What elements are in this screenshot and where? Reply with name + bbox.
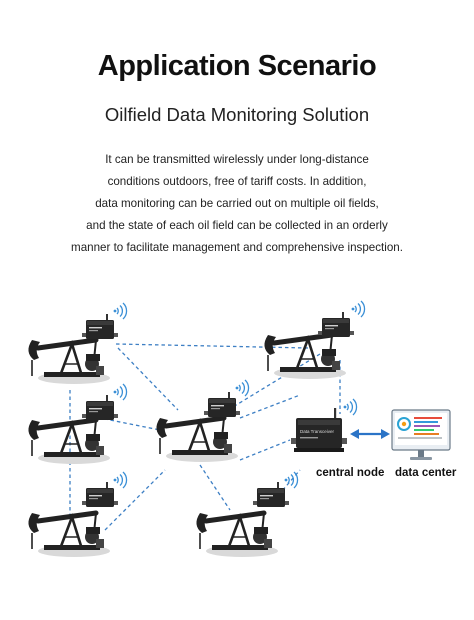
page-title: Application Scenario xyxy=(97,50,377,82)
radio-module-icon xyxy=(82,482,118,507)
radio-module-icon xyxy=(82,314,118,339)
device-panel-text: Data Transceiver xyxy=(300,429,335,434)
radio-module-icon xyxy=(318,312,354,337)
description-line: It can be transmitted wirelessly under l… xyxy=(105,153,369,166)
central-node-device: Data Transceiver xyxy=(291,408,347,452)
wifi-signal-icon xyxy=(112,383,128,401)
radio-module-icon xyxy=(82,395,118,420)
wifi-signal-icon xyxy=(234,379,250,397)
oil-pump-icon xyxy=(28,340,110,384)
double-arrow-icon xyxy=(350,429,390,439)
radio-module-icon xyxy=(253,482,289,507)
description-line: conditions outdoors, free of tariff cost… xyxy=(107,175,367,188)
monitor-icon xyxy=(391,409,451,460)
description-line: data monitoring can be carried out on mu… xyxy=(95,197,379,210)
oil-pump-icon xyxy=(264,335,346,379)
data-center-label: data center xyxy=(395,467,457,479)
description-line: manner to facilitate management and comp… xyxy=(71,241,403,254)
oil-pump-icon xyxy=(28,513,110,557)
wifi-signal-icon xyxy=(350,300,366,318)
wifi-signal-icon xyxy=(112,471,128,489)
wifi-signal-icon xyxy=(112,302,128,320)
central-node-label: central node xyxy=(316,467,385,479)
radio-module-icon xyxy=(204,392,240,417)
description-text: It can be transmitted wirelessly under l… xyxy=(40,149,434,259)
page-subtitle: Oilfield Data Monitoring Solution xyxy=(104,104,370,125)
description-line: and the state of each oil field can be c… xyxy=(86,219,388,232)
oil-pump-icon xyxy=(156,418,238,462)
oil-pump-icon xyxy=(28,420,110,464)
wifi-signal-icon xyxy=(342,398,358,416)
oil-pump-icon xyxy=(196,513,278,557)
